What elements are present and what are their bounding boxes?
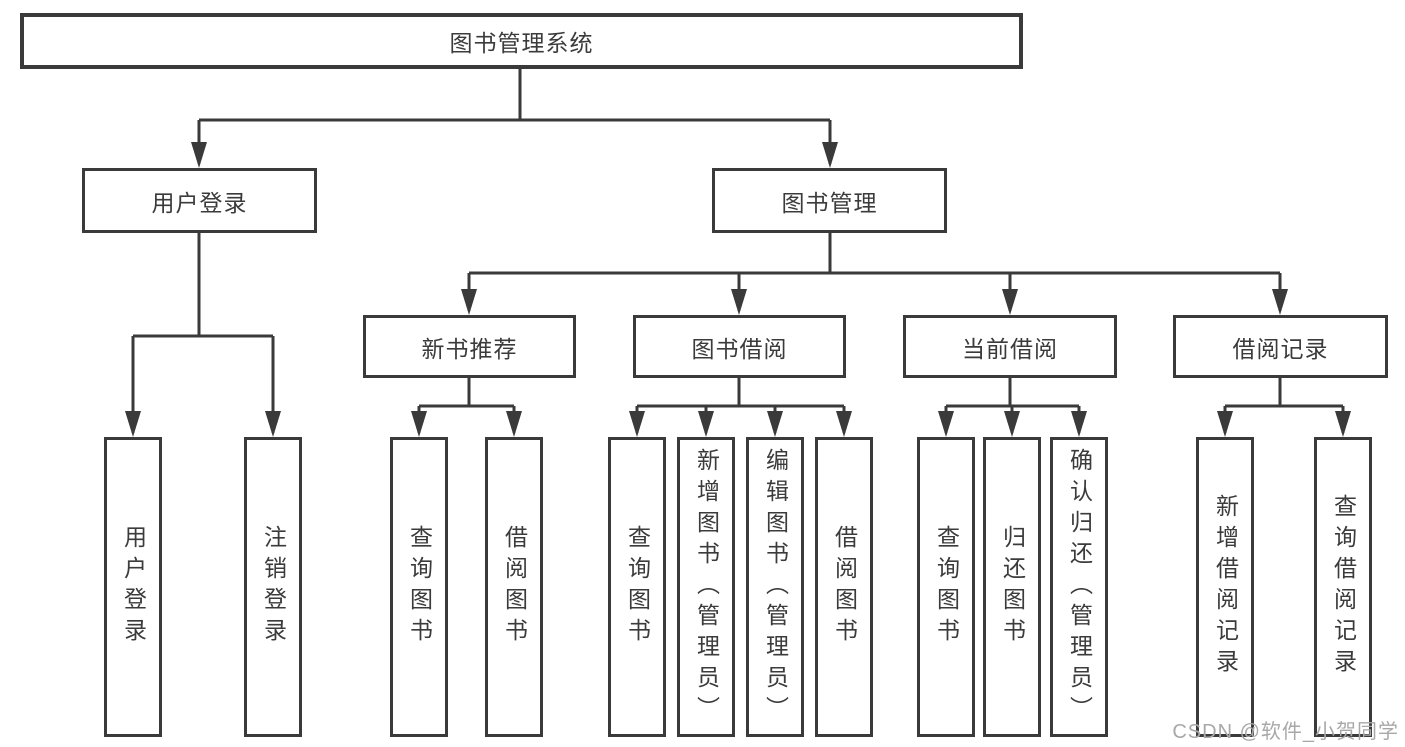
leaf-query-books-borrowing-label: 查询图书 (624, 525, 651, 649)
leaf-query-borrow-record-label: 查询借阅记录 (1330, 494, 1357, 680)
leaf-add-borrow-record-label: 新增借阅记录 (1212, 494, 1239, 680)
node-new-book-recommendation: 新书推荐 (363, 315, 576, 378)
arrowhead-icons (125, 142, 1351, 437)
leaf-add-books-admin-label: 新增图书（管理员） (693, 447, 720, 727)
leaf-borrow-books-recommend: 借阅图书 (485, 437, 543, 737)
node-library-management-system-label: 图书管理系统 (449, 30, 594, 56)
leaf-query-books-recommend: 查询图书 (390, 437, 448, 737)
node-current-borrowing: 当前借阅 (903, 315, 1117, 378)
node-user-login-branch-label: 用户登录 (151, 189, 248, 216)
leaf-edit-books-admin-label: 编辑图书（管理员） (762, 447, 789, 727)
leaf-borrow-books-label: 借阅图书 (831, 525, 858, 649)
node-library-management-system: 图书管理系统 (20, 13, 1023, 69)
leaf-confirm-return-admin: 确认归还（管理员） (1050, 437, 1108, 737)
leaf-logout-label: 注销登录 (260, 525, 287, 649)
leaf-query-books-recommend-label: 查询图书 (406, 525, 433, 649)
node-user-login-branch: 用户登录 (82, 168, 317, 233)
leaf-user-login-label: 用户登录 (120, 525, 147, 649)
leaf-query-books-current: 查询图书 (917, 437, 975, 737)
leaf-add-borrow-record: 新增借阅记录 (1196, 437, 1254, 737)
node-borrowing-records-label: 借阅记录 (1232, 335, 1329, 362)
leaf-query-books-borrowing: 查询图书 (608, 437, 666, 737)
leaf-query-books-current-label: 查询图书 (933, 525, 960, 649)
leaf-query-borrow-record: 查询借阅记录 (1314, 437, 1372, 737)
node-borrowing-records: 借阅记录 (1173, 315, 1388, 378)
node-book-borrowing-label: 图书借阅 (691, 335, 788, 362)
leaf-return-books: 归还图书 (983, 437, 1041, 737)
leaf-borrow-books-recommend-label: 借阅图书 (501, 525, 528, 649)
node-current-borrowing-label: 当前借阅 (962, 335, 1058, 362)
leaf-logout: 注销登录 (244, 437, 302, 737)
leaf-return-books-label: 归还图书 (999, 525, 1026, 649)
node-book-management-branch: 图书管理 (712, 168, 947, 233)
node-book-borrowing: 图书借阅 (633, 315, 846, 378)
leaf-edit-books-admin: 编辑图书（管理员） (746, 437, 804, 737)
leaf-add-books-admin: 新增图书（管理员） (677, 437, 735, 737)
leaf-confirm-return-admin-label: 确认归还（管理员） (1066, 447, 1093, 727)
node-book-management-branch-label: 图书管理 (781, 189, 878, 216)
leaf-borrow-books: 借阅图书 (815, 437, 873, 737)
node-new-book-recommendation-label: 新书推荐 (421, 335, 518, 362)
leaf-user-login: 用户登录 (104, 437, 162, 737)
